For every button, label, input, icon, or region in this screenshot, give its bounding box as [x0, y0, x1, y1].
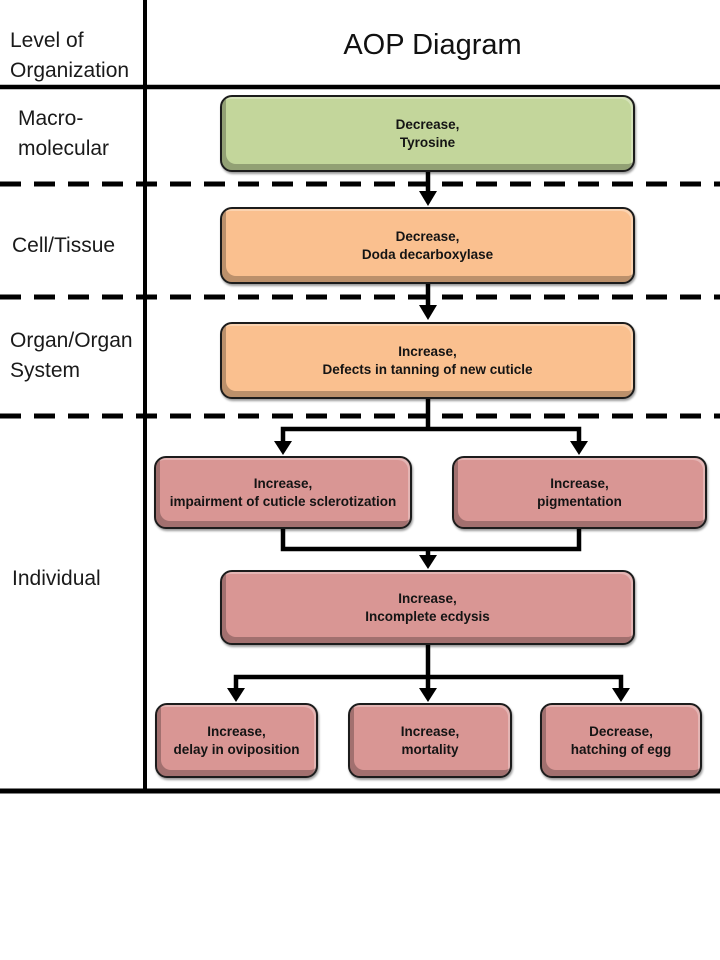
- node-decrease-tyrosine: Decrease, Tyrosine: [220, 95, 635, 172]
- node-increase-incomplete-ecdysis: Increase, Incomplete ecdysis: [220, 570, 635, 645]
- node-increase-mortality: Increase, mortality: [348, 703, 512, 778]
- arrowhead-icon: [419, 305, 437, 320]
- node-label: hatching of egg: [570, 741, 672, 757]
- node-label: pigmentation: [537, 493, 622, 509]
- node-increase-tanning-defects: Increase, Defects in tanning of new cuti…: [220, 322, 635, 399]
- arrowhead-icon: [570, 441, 588, 455]
- lane-label-macromolecular: Macro- molecular: [18, 107, 110, 160]
- node-label: Tyrosine: [399, 134, 456, 150]
- node-increase-sclerotization-impairment: Increase, impairment of cuticle scleroti…: [154, 456, 412, 529]
- edge-ecdysis-branch: [227, 645, 630, 702]
- node-label: Increase,: [398, 343, 457, 359]
- page-title: AOP Diagram: [343, 29, 522, 61]
- node-label: Decrease,: [589, 723, 653, 739]
- arrowhead-icon: [612, 688, 630, 702]
- node-label: Decrease,: [395, 116, 460, 132]
- node-increase-pigmentation: Increase, pigmentation: [452, 456, 707, 529]
- edge-doda-to-tanning: [419, 284, 437, 320]
- node-label: Defects in tanning of new cuticle: [322, 361, 533, 377]
- node-increase-oviposition-delay: Increase, delay in oviposition: [155, 703, 318, 778]
- edge-tanning-branch: [274, 399, 588, 455]
- lane-label-organ-system: Organ/Organ System: [10, 329, 133, 382]
- node-decrease-egg-hatching: Decrease, hatching of egg: [540, 703, 702, 778]
- node-decrease-doda-decarboxylase: Decrease, Doda decarboxylase: [220, 207, 635, 284]
- arrowhead-icon: [274, 441, 292, 455]
- edge-merge-to-ecdysis: [280, 529, 582, 569]
- edge-tyrosine-to-doda: [419, 172, 437, 206]
- lane-label-individual: Individual: [12, 567, 101, 590]
- level-column-header: Level of Organization: [10, 26, 129, 86]
- node-label: Increase,: [207, 723, 266, 739]
- arrowhead-icon: [419, 191, 437, 206]
- level-column-header-line2: Organization: [10, 59, 130, 82]
- node-label: mortality: [401, 741, 459, 757]
- lane-label-cell-tissue: Cell/Tissue: [12, 234, 116, 257]
- node-label: Increase,: [253, 475, 313, 491]
- node-label: Increase,: [398, 590, 457, 606]
- node-label: Increase,: [550, 475, 609, 491]
- arrowhead-icon: [419, 688, 437, 702]
- node-label: Incomplete ecdysis: [365, 608, 490, 624]
- node-label: Increase,: [400, 723, 460, 739]
- arrowhead-icon: [227, 688, 245, 702]
- node-label: delay in oviposition: [173, 741, 300, 757]
- arrowhead-icon: [419, 555, 437, 569]
- node-label: Decrease,: [395, 228, 460, 244]
- node-label: Doda decarboxylase: [361, 246, 494, 262]
- node-label: impairment of cuticle sclerotization: [169, 493, 397, 509]
- level-column-header-line1: Level of: [10, 29, 84, 52]
